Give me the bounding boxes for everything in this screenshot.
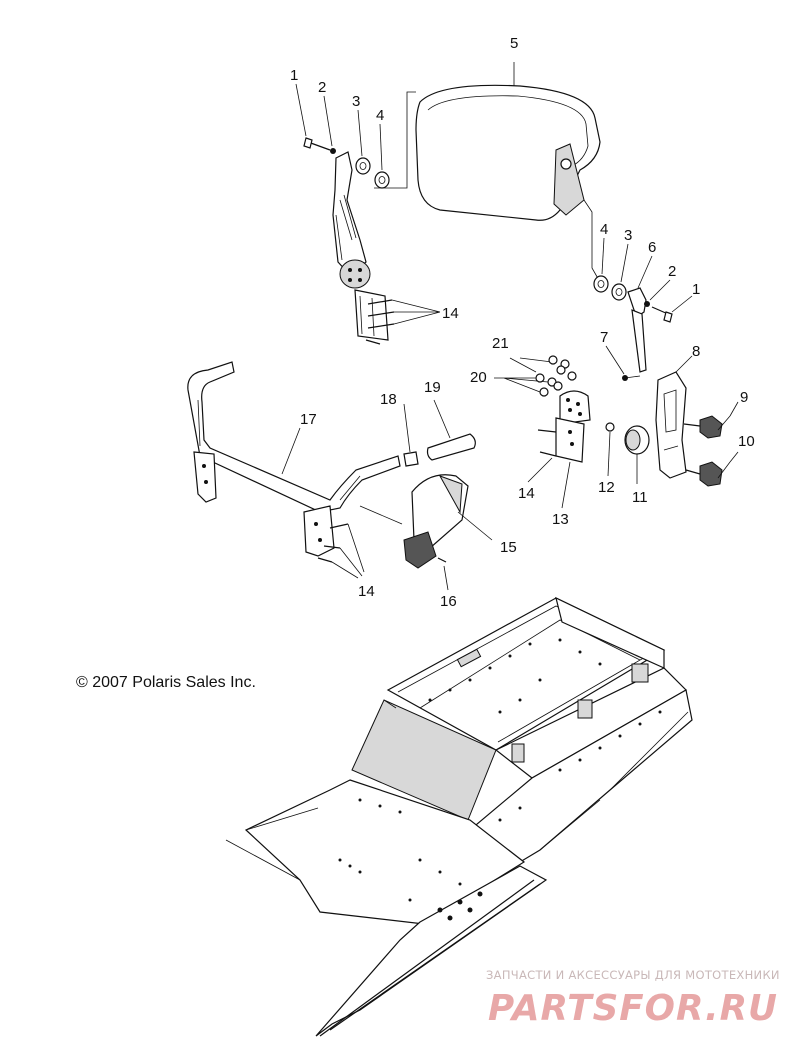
- hinge-plate-assembly: [494, 355, 591, 509]
- callout-4-right: 4: [600, 221, 608, 238]
- callout-2-right: 2: [668, 263, 676, 280]
- callout-18: 18: [380, 391, 397, 408]
- callout-4-left: 4: [376, 107, 384, 124]
- chassis-tunnel: [225, 596, 693, 1037]
- grab-bar-assembly: [187, 361, 476, 579]
- callout-16: 16: [440, 593, 457, 610]
- callout-21: 21: [492, 335, 509, 352]
- handle-knob-assembly: [605, 355, 731, 487]
- callout-5: 5: [510, 35, 518, 52]
- watermark-tagline: ЗАПЧАСТИ И АКСЕССУАРЫ ДЛЯ МОТОТЕХНИКИ: [486, 968, 780, 982]
- watermark-logo: PARTSFOR.RU: [488, 988, 778, 1029]
- callout-1-right: 1: [692, 281, 700, 298]
- callout-20: 20: [470, 369, 487, 386]
- callout-6: 6: [648, 239, 656, 256]
- copyright-notice: © 2007 Polaris Sales Inc.: [76, 674, 256, 691]
- callout-14-middle: 14: [518, 485, 535, 502]
- callout-9: 9: [740, 389, 748, 406]
- callout-19: 19: [424, 379, 441, 396]
- callout-7: 7: [600, 329, 608, 346]
- rivet-pattern: [338, 638, 662, 921]
- callout-labels: 1 2 3 4 5 4 3 6 2 1 14 21 20 7 8 9 18 19…: [290, 35, 755, 610]
- callout-12: 12: [598, 479, 615, 496]
- callout-13: 13: [552, 511, 569, 528]
- backrest-pad: [415, 62, 601, 221]
- callout-3-right: 3: [624, 227, 632, 244]
- callout-14-bottom: 14: [358, 583, 375, 600]
- right-hardware-chain: [583, 199, 673, 381]
- callout-1-left: 1: [290, 67, 298, 84]
- callout-11: 11: [632, 489, 648, 506]
- callout-2-left: 2: [318, 79, 326, 96]
- callout-8: 8: [692, 343, 700, 360]
- callout-3-left: 3: [352, 93, 360, 110]
- callout-15: 15: [500, 539, 517, 556]
- callout-17: 17: [300, 411, 317, 428]
- callout-10: 10: [738, 433, 755, 450]
- left-bracket-assembly: [303, 91, 441, 345]
- callout-14-top: 14: [442, 305, 459, 322]
- storage-cover: [359, 474, 493, 591]
